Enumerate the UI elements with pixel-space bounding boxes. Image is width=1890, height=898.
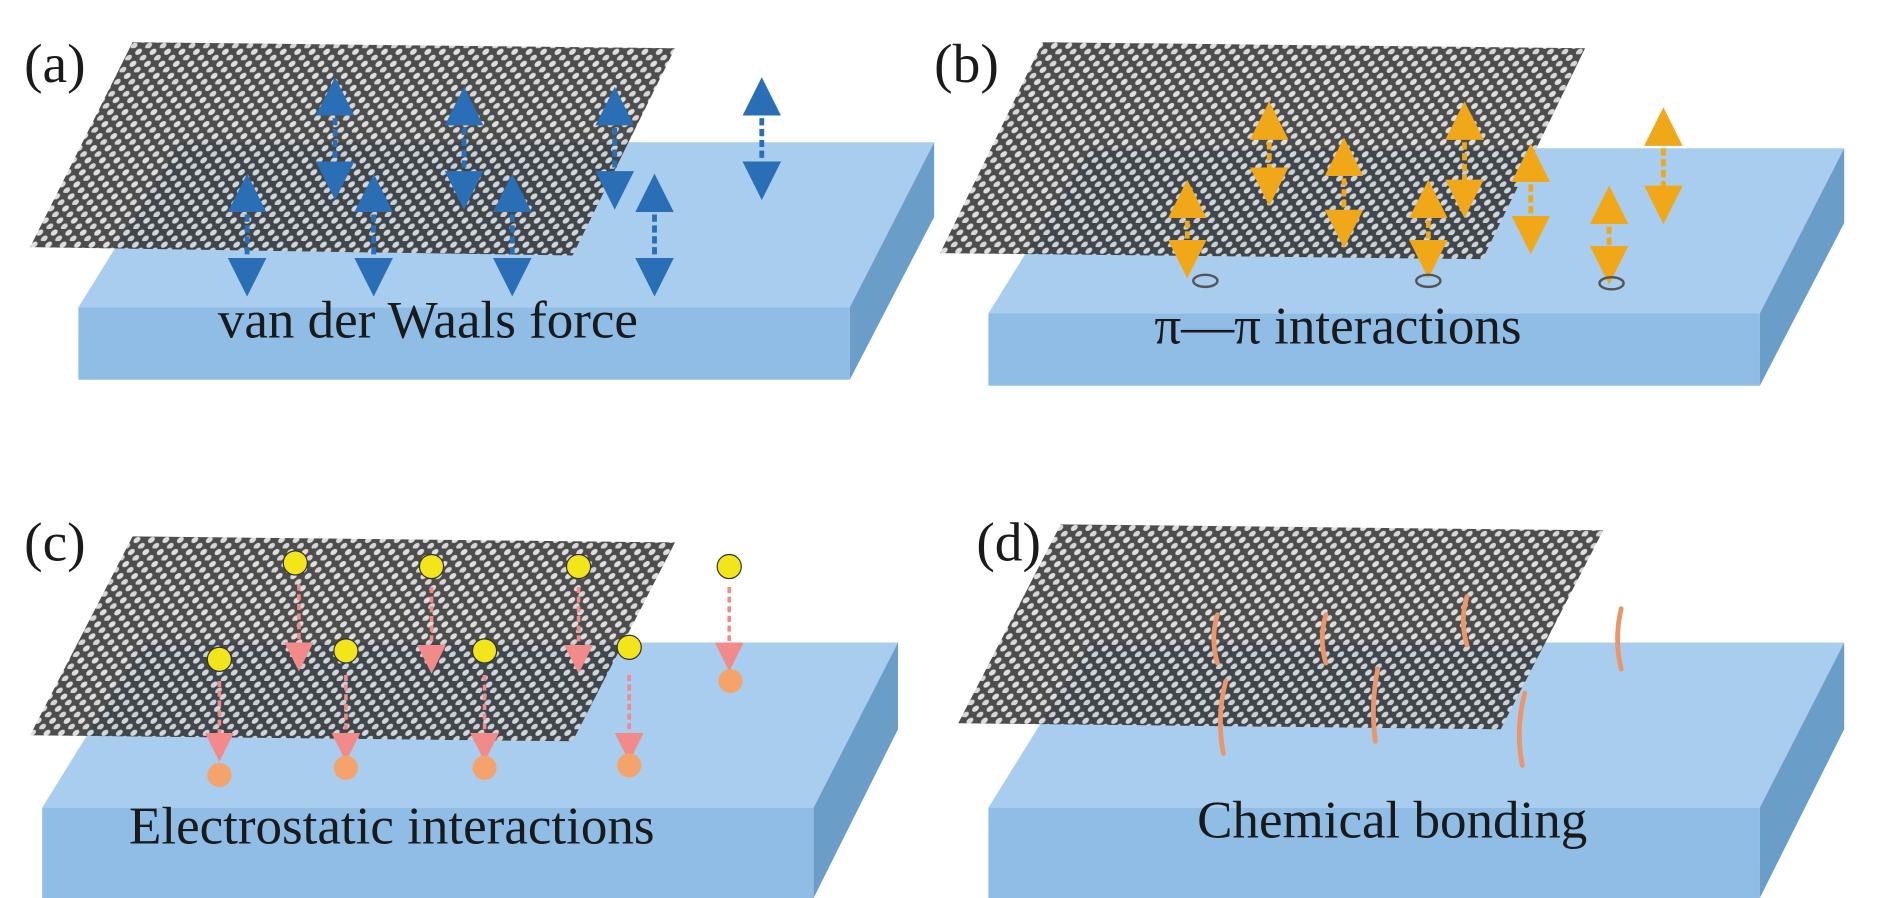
panel-b: (b) π—π interactions bbox=[934, 33, 1845, 386]
negative-charges bbox=[206, 550, 742, 672]
panel-c: (c) Electrostatic interactions bbox=[24, 511, 898, 898]
vdw-arrows bbox=[227, 77, 782, 297]
caption-a: van der Waals force bbox=[218, 292, 638, 350]
panel-label-b: (b) bbox=[934, 33, 999, 94]
graphene-sheet bbox=[940, 42, 1586, 260]
graphene-sheet bbox=[30, 42, 676, 256]
positive-charges bbox=[207, 668, 743, 788]
electrostatic-arrows bbox=[204, 584, 744, 762]
panel-a: (a) van der Waals force bbox=[24, 33, 935, 380]
caption-d: Chemical bonding bbox=[1197, 792, 1587, 850]
graphene-sheet bbox=[958, 524, 1604, 730]
pi-pi-arrows bbox=[1167, 101, 1683, 285]
caption-b: π—π interactions bbox=[1154, 298, 1521, 356]
panel-label-c: (c) bbox=[24, 511, 86, 572]
panel-label-a: (a) bbox=[24, 33, 86, 94]
chemical-bonds bbox=[1211, 594, 1624, 768]
caption-c: Electrostatic interactions bbox=[129, 798, 655, 856]
panel-label-d: (d) bbox=[976, 511, 1041, 572]
ring-marks bbox=[1192, 273, 1625, 291]
graphene-sheet bbox=[30, 536, 676, 742]
panel-d: (d) Chemical bonding bbox=[958, 511, 1845, 898]
